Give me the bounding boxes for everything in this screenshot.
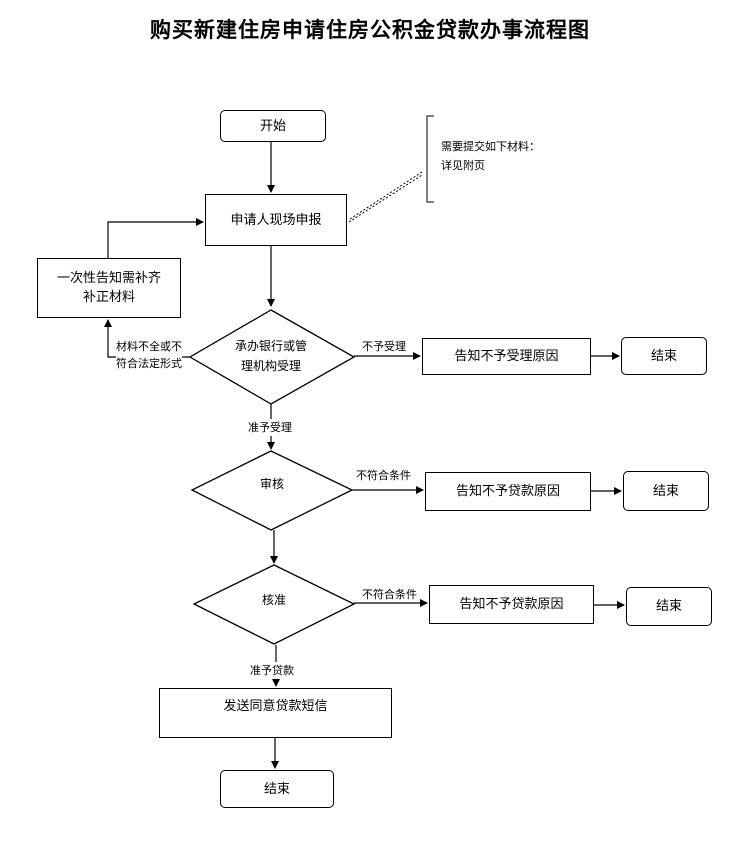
- review-diamond-label: 审核: [259, 477, 284, 491]
- review-diamond: [190, 450, 354, 531]
- materials-note: 需要提交如下材料： 详见附页: [441, 137, 540, 175]
- supplement-node: 一次性告知需补齐 补正材料: [37, 258, 181, 318]
- edge-label-not-accepted: 不予受理: [362, 340, 406, 353]
- accept-label-text: 承办银行或管 理机构受理: [234, 339, 307, 373]
- end3-node: 结束: [626, 587, 712, 626]
- page-title: 购买新建住房申请住房公积金贷款办事流程图: [150, 18, 590, 42]
- end4-node: 结束: [220, 770, 334, 808]
- end2-node: 结束: [623, 471, 709, 511]
- note-line-2: 详见附页: [441, 159, 485, 172]
- note-line-1: 需要提交如下材料：: [441, 140, 540, 153]
- start-node: 开始: [220, 110, 326, 142]
- edge-label-loan-granted: 准予贷款: [250, 662, 294, 679]
- reject-review-node: 告知不予贷款原因: [425, 472, 591, 511]
- edge-label-not-qualified-1: 不符合条件: [356, 469, 411, 482]
- approve-diamond: [192, 564, 356, 645]
- reject-accept-node: 告知不予受理原因: [422, 338, 591, 375]
- accept-diamond-label: 承办银行或管 理机构受理: [215, 334, 327, 378]
- reject-approve-node: 告知不予贷款原因: [429, 585, 594, 624]
- sms-node: 发送同意贷款短信: [159, 688, 392, 738]
- arrow-supplement-to-apply: [107, 218, 204, 261]
- note-bracket: [426, 115, 434, 203]
- supplement-node-label: 一次性告知需补齐 补正材料: [56, 271, 161, 305]
- edge-label-incomplete: 材料不全或不 符合法定形式: [116, 338, 182, 372]
- note-connector: [348, 115, 434, 223]
- accept-diamond: [188, 309, 356, 405]
- edge-label-not-qualified-2: 不符合条件: [362, 588, 417, 601]
- edge-label-accepted: 准予受理: [248, 419, 292, 436]
- approve-diamond-label: 核准: [261, 593, 286, 607]
- apply-node: 申请人现场申报: [205, 194, 347, 246]
- end1-node: 结束: [621, 337, 707, 375]
